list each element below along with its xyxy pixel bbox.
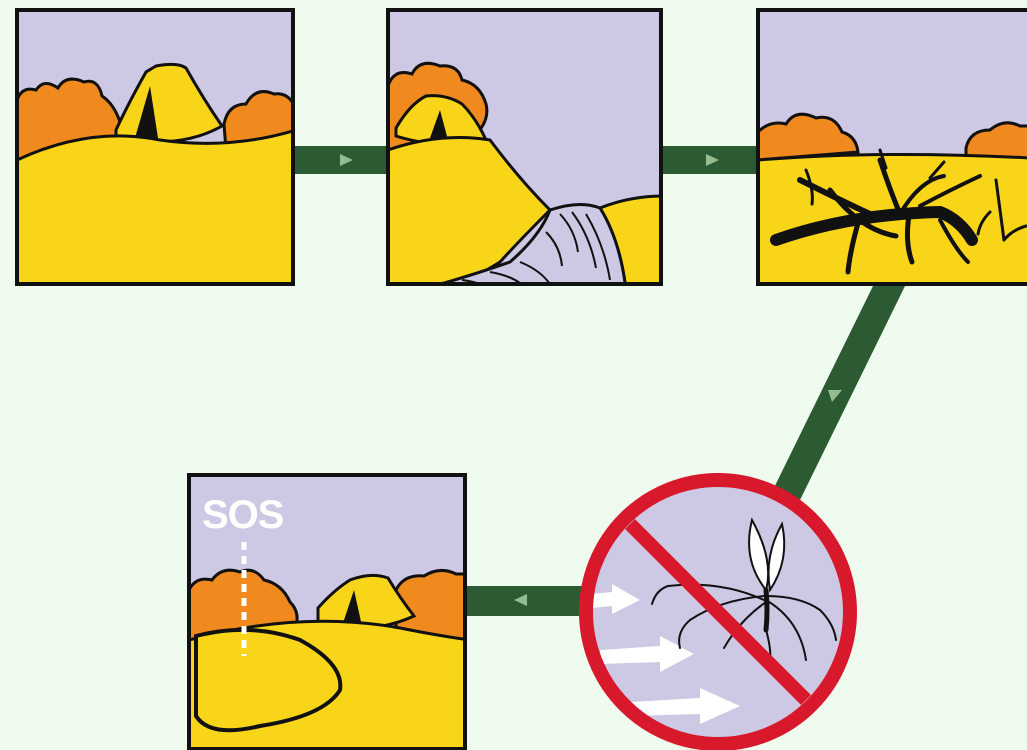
panel-signal: SOS — [189, 475, 470, 750]
ground — [758, 154, 1027, 290]
sos-label: SOS — [202, 493, 284, 537]
panel-camp — [17, 10, 296, 290]
panel-river — [388, 10, 664, 290]
connector-river-to-wood — [661, 146, 758, 174]
connector-mosquito-to-signal — [465, 586, 590, 616]
connector-camp-to-river — [293, 146, 388, 174]
hill — [17, 130, 296, 290]
connector-wood-to-mosquito — [768, 284, 906, 500]
panel-no-mosquitoes — [586, 480, 850, 744]
panel-dead-wood — [758, 10, 1027, 290]
